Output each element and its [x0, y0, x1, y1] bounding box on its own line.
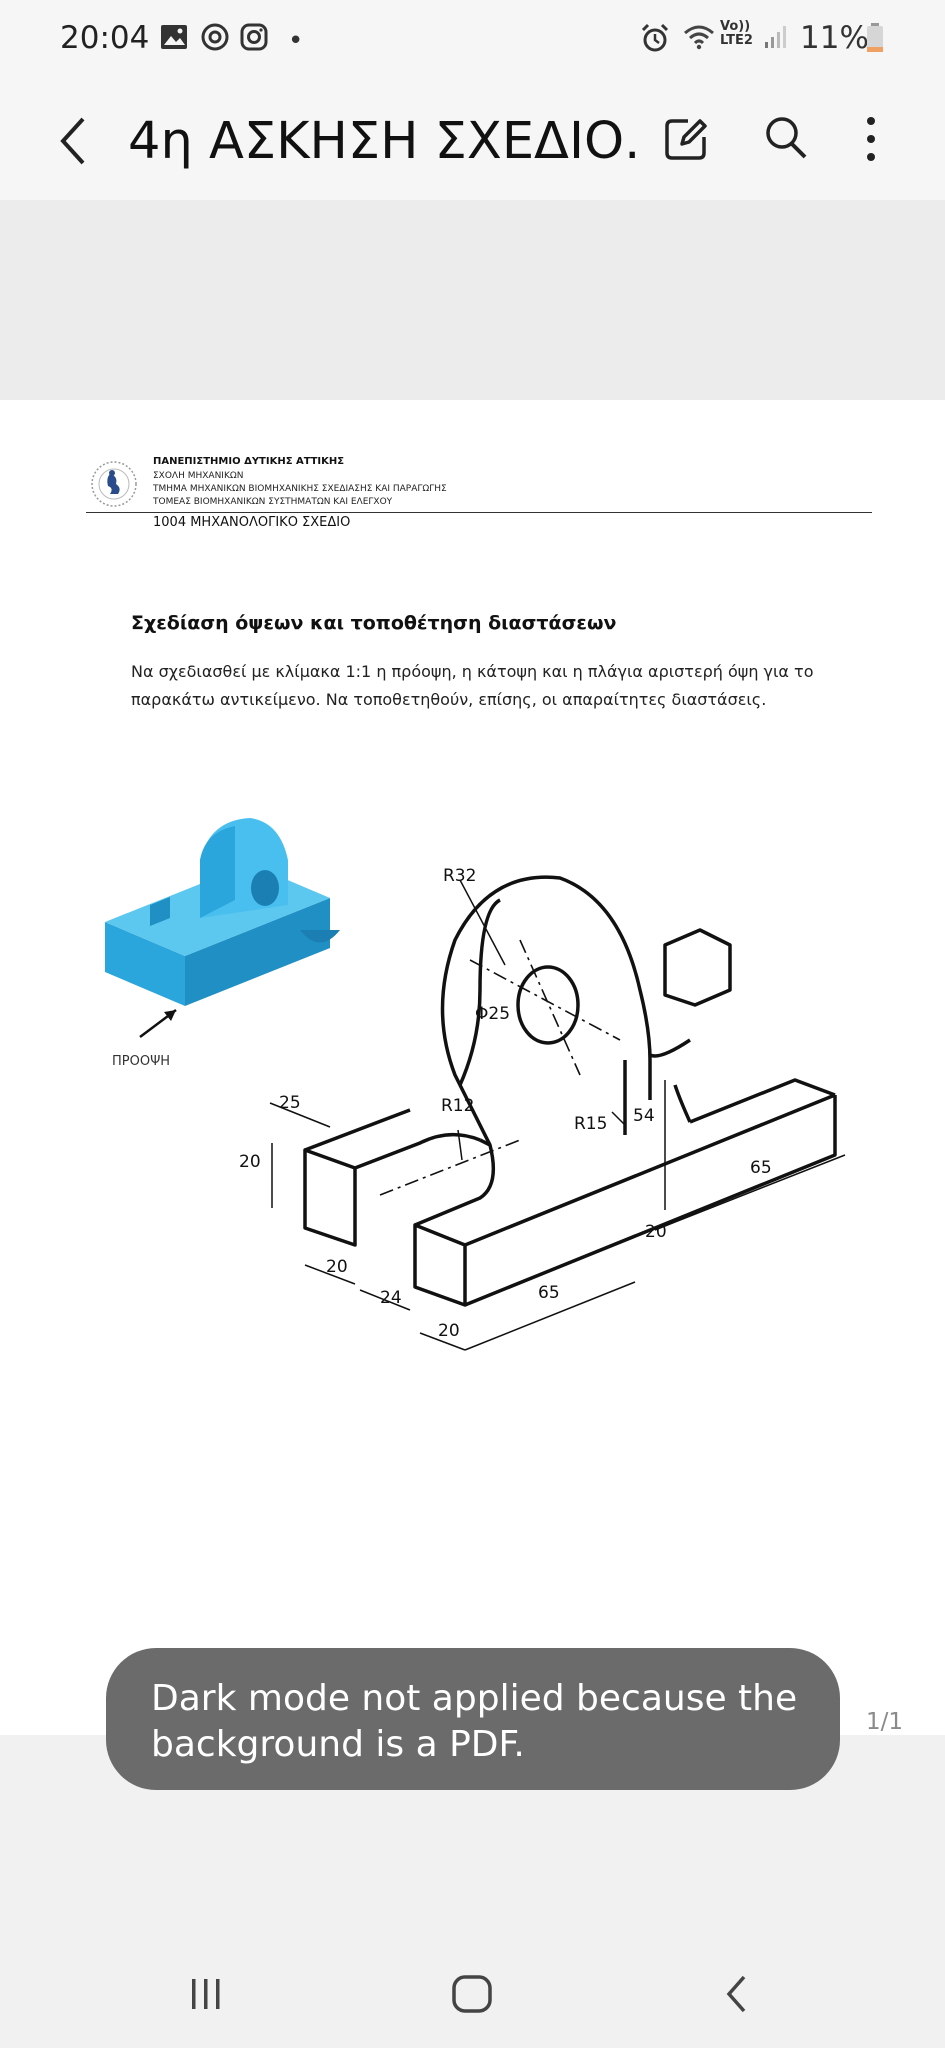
pdf-page[interactable]	[0, 400, 945, 1735]
header-divider	[86, 512, 872, 513]
edit-icon[interactable]	[662, 115, 710, 163]
home-icon[interactable]	[450, 1974, 494, 2014]
exercise-text-line-2: παρακάτω αντικείμενο. Να τοποθετηθούν, ε…	[131, 690, 767, 709]
dimension-65-right: 65	[750, 1158, 772, 1178]
nav-back-icon[interactable]	[722, 1972, 752, 2016]
header-course: 1004 ΜΗΧΑΝΟΛΟΓΙΚΟ ΣΧΕΔΙΟ	[153, 515, 351, 530]
dimension-r15: R15	[574, 1114, 608, 1134]
dimension-20-bottom-a: 20	[326, 1257, 348, 1277]
search-icon[interactable]	[762, 113, 810, 163]
alarm-icon	[641, 23, 669, 52]
header-university: ΠΑΝΕΠΙΣΤΗΜΙΟ ΔΥΤΙΚΗΣ ΑΤΤΙΚΗΣ	[153, 456, 345, 467]
status-time: 20:04	[60, 20, 150, 56]
gallery-icon	[161, 25, 187, 49]
header-division: ΤΟΜΕΑΣ ΒΙΟΜΗΧΑΝΙΚΩΝ ΣΥΣΤΗΜΑΤΩΝ ΚΑΙ ΕΛΕΓΧ…	[153, 497, 393, 507]
battery-percent: 11%	[800, 20, 869, 56]
dimension-54: 54	[633, 1106, 655, 1126]
dimension-20-left: 20	[239, 1152, 261, 1172]
viewer-background	[0, 200, 945, 400]
dimension-24: 24	[380, 1288, 402, 1308]
dimension-phi25: Φ25	[475, 1004, 511, 1024]
document-title: 4η ΑΣΚΗΣΗ ΣΧΕΔΙΟ...	[128, 112, 638, 171]
more-icon[interactable]	[858, 113, 884, 167]
header-school: ΣΧΟΛΗ ΜΗΧΑΝΙΚΩΝ	[153, 471, 244, 481]
wifi-icon	[684, 25, 714, 50]
dark-mode-toast: Dark mode not applied because the backgr…	[106, 1648, 840, 1790]
instagram-icon	[240, 23, 268, 51]
exercise-text-line-1: Να σχεδιασθεί με κλίμακα 1:1 η πρόοψη, η…	[131, 662, 814, 681]
dimension-20-right: 20	[645, 1222, 667, 1242]
iso-view-label: ΠΡΟΟΨΗ	[112, 1054, 171, 1069]
dimension-r32: R32	[443, 866, 477, 886]
header-department: ΤΜΗΜΑ ΜΗΧΑΝΙΚΩΝ ΒΙΟΜΗΧΑΝΙΚΗΣ ΣΧΕΔΙΑΣΗΣ Κ…	[153, 484, 447, 494]
dimension-r12: R12	[441, 1096, 475, 1116]
network-label: Vo)) LTE2	[720, 19, 753, 48]
dimension-65-bottom: 65	[538, 1283, 560, 1303]
center-lines	[379, 939, 621, 1196]
notification-dot: •	[288, 26, 304, 56]
dimension-lines	[269, 879, 846, 1351]
isometric-part	[303, 875, 837, 1307]
sync-icon	[201, 23, 229, 51]
status-bar: 20:04 • Vo)) LTE2 11%	[0, 0, 945, 80]
dimension-20-bottom-b: 20	[438, 1321, 460, 1341]
toast-message: Dark mode not applied because the backgr…	[151, 1678, 798, 1765]
navigation-bar	[0, 1940, 945, 2048]
battery-icon	[867, 23, 883, 52]
signal-icon	[765, 26, 786, 48]
recents-icon[interactable]	[186, 1976, 226, 2012]
dimension-25: 25	[279, 1093, 301, 1113]
technical-drawing	[105, 818, 846, 1351]
university-logo-icon	[91, 461, 137, 507]
blue-3d-model-preview	[105, 818, 340, 1006]
exercise-heading: Σχεδίαση όψεων και τοποθέτηση διαστάσεων	[131, 612, 617, 634]
page-indicator: 1/1	[866, 1709, 904, 1735]
back-icon[interactable]	[55, 113, 95, 169]
app-bar: 4η ΑΣΚΗΣΗ ΣΧΕΔΙΟ...	[0, 80, 945, 200]
